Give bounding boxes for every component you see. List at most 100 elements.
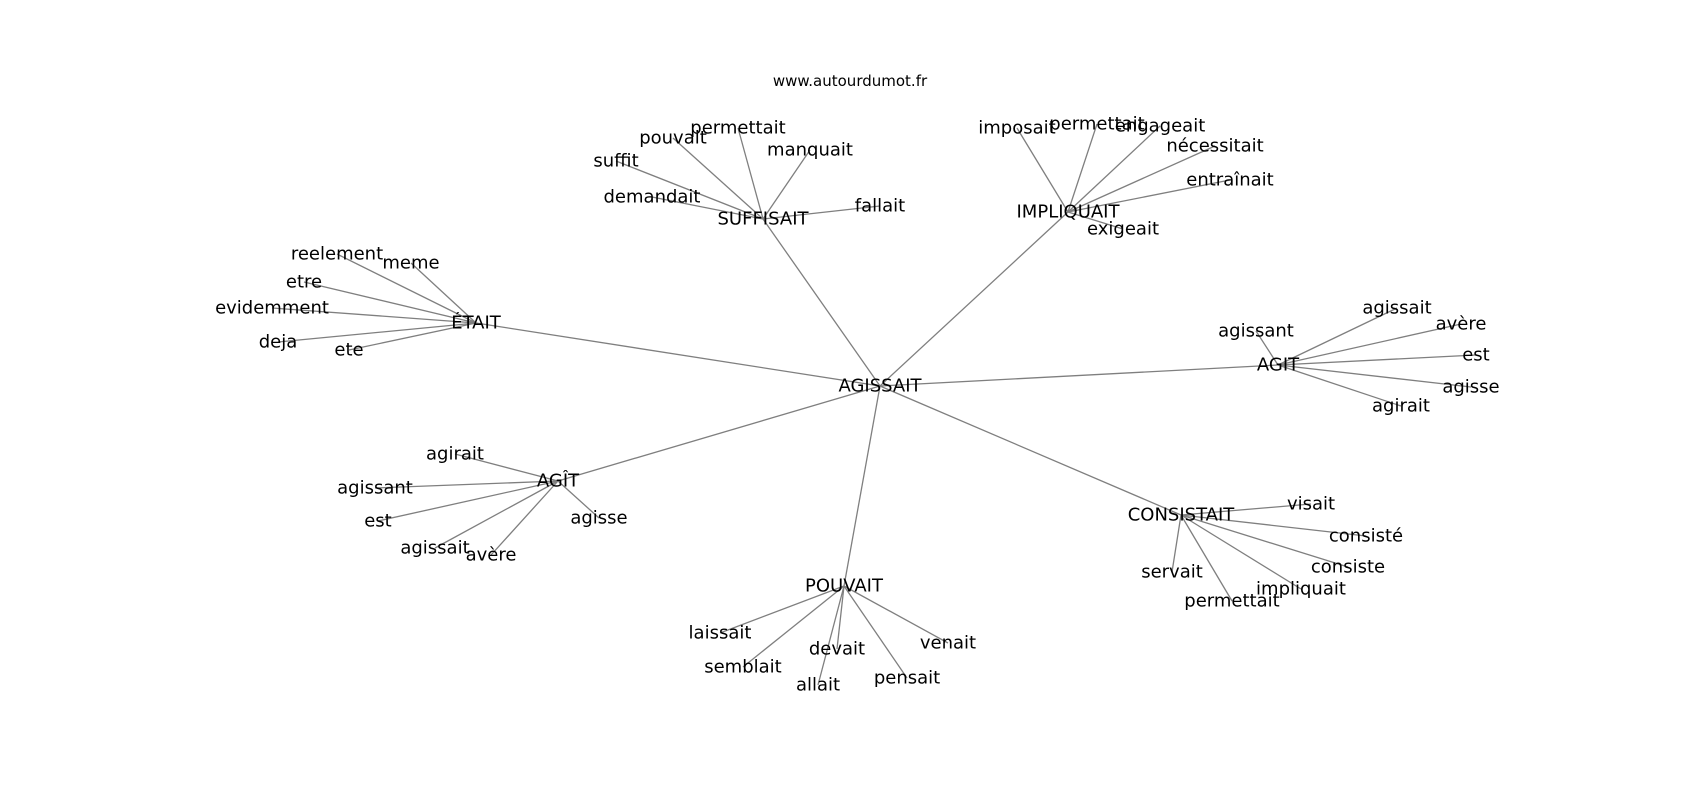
leaf-node-suffisait-fallait: fallait [855, 196, 905, 217]
edge-pouvait-semblait [742, 585, 845, 668]
edge-consistait-consiste [1180, 514, 1349, 568]
edge-consistait-permettait [1180, 514, 1233, 602]
edge-pouvait-allait [817, 585, 845, 686]
edge-suffisait-suffit [615, 160, 764, 220]
edge-etait-meme [410, 262, 477, 324]
leaf-node-suffisait-suffit: suffit [593, 151, 638, 172]
edge-agit-agirait [1277, 364, 1402, 407]
leaf-node-etait-meme: meme [382, 253, 439, 274]
leaf-node-pouvait-laissait: laissait [689, 623, 752, 644]
leaf-node-suffisait-permettait: permettait [690, 118, 785, 139]
leaf-node-pouvait-venait: venait [920, 633, 976, 654]
leaf-node-agit-est: est [1462, 345, 1490, 366]
leaf-node-agit-agirait: agirait [1372, 396, 1430, 417]
leaf-node-agit-est: est [364, 511, 392, 532]
edge-pouvait-pensait [843, 585, 908, 679]
edge-impliquait-necessitait [1067, 145, 1216, 213]
leaf-node-etait-reelement: reelement [291, 244, 383, 265]
edge-etait-ete [348, 322, 477, 351]
edge-impliquait-exigeait [1067, 211, 1124, 230]
leaf-node-consistait-consiste: consiste [1311, 557, 1385, 578]
edge-impliquait-engageait [1067, 125, 1161, 213]
leaf-node-suffisait-pouvait: pouvait [639, 128, 707, 149]
edge-consistait-impliquait [1180, 514, 1302, 590]
edge-agit-agissait [434, 480, 559, 549]
edge-consistait-consiste [1180, 514, 1367, 537]
leaf-node-agit-agissant: agissant [337, 478, 413, 499]
leaf-node-suffisait-manquait: manquait [767, 140, 853, 161]
graph-edges [271, 123, 1477, 686]
hub-node-agit: AGIT [1257, 355, 1300, 376]
hub-node-pouvait: POUVAIT [805, 576, 884, 597]
edge-center-agit [557, 385, 881, 482]
leaf-node-pouvait-allait: allait [796, 675, 840, 696]
site-url: www.autourdumot.fr [772, 72, 928, 90]
edge-agit-avere [490, 480, 559, 556]
edge-etait-etre [303, 281, 477, 324]
leaf-node-consistait-visait: visait [1287, 494, 1335, 515]
edge-etait-reelement [336, 253, 477, 324]
leaf-node-consistait-servait: servait [1141, 562, 1203, 583]
leaf-node-pouvait-semblait: semblait [704, 657, 782, 678]
leaf-node-etait-ete: ete [334, 340, 363, 361]
edge-agit-agisse [1277, 364, 1472, 388]
edge-impliquait-imposait [1016, 127, 1069, 213]
edge-center-agit [879, 364, 1279, 387]
edge-suffisait-permettait [737, 127, 764, 220]
edge-agit-agirait [454, 453, 559, 482]
edge-center-impliquait [879, 211, 1069, 387]
edge-center-suffisait [762, 218, 881, 387]
edge-impliquait-permettait [1067, 123, 1098, 213]
leaf-node-agit-avere: avère [1436, 314, 1487, 335]
leaf-node-pouvait-pensait: pensait [874, 668, 940, 689]
leaf-node-etait-etre: etre [286, 272, 322, 293]
center-node-label: AGISSAIT [838, 376, 922, 397]
edge-center-pouvait [843, 385, 881, 587]
edge-suffisait-pouvait [672, 137, 764, 220]
leaf-node-consistait-impliquait: impliquait [1256, 579, 1346, 600]
leaf-node-agit-agissant: agissant [1218, 321, 1294, 342]
leaf-node-agit-agisse: agisse [570, 508, 627, 529]
edge-suffisait-manquait [762, 149, 811, 220]
edge-center-etait [475, 322, 881, 387]
leaf-node-etait-deja: deja [259, 332, 298, 353]
graph-labels: AGISSAITSUFFISAITpouvaitpermettaitmanqua… [215, 114, 1500, 696]
leaf-node-agit-avere: avère [466, 545, 517, 566]
leaf-node-agit-agissait: agissait [1362, 298, 1431, 319]
hub-node-consistait: CONSISTAIT [1128, 505, 1236, 526]
leaf-node-pouvait-devait: devait [809, 639, 865, 660]
edge-consistait-servait [1171, 514, 1182, 573]
leaf-node-impliquait-necessitait: nécessitait [1166, 136, 1263, 157]
leaf-node-impliquait-exigeait: exigeait [1087, 219, 1159, 240]
edge-agit-avere [1277, 323, 1462, 366]
hub-node-agit: AGÎT [537, 470, 580, 492]
edge-agit-est [377, 480, 559, 522]
edge-pouvait-devait [836, 585, 845, 650]
edge-agit-agisse [557, 480, 600, 519]
hub-node-suffisait: SUFFISAIT [718, 209, 810, 230]
edge-pouvait-laissait [719, 585, 845, 634]
leaf-node-consistait-consiste: consisté [1329, 526, 1403, 547]
leaf-node-impliquait-imposait: imposait [978, 118, 1055, 139]
edge-consistait-visait [1180, 503, 1312, 516]
edge-agit-agissait [1277, 307, 1398, 366]
leaf-node-consistait-permettait: permettait [1184, 591, 1279, 612]
leaf-node-impliquait-entrainait: entraînait [1186, 170, 1273, 191]
edge-center-consistait [879, 385, 1182, 516]
edge-suffisait-fallait [762, 205, 881, 220]
edge-agit-est [1277, 354, 1477, 366]
leaf-node-agit-agissait: agissait [400, 538, 469, 559]
edge-pouvait-venait [843, 585, 949, 644]
leaf-node-agit-agirait: agirait [426, 444, 484, 465]
edge-suffisait-demandait [651, 196, 764, 220]
leaf-node-suffisait-demandait: demandait [604, 187, 701, 208]
edge-etait-deja [277, 322, 477, 343]
edge-impliquait-entrainait [1067, 179, 1231, 213]
hub-node-impliquait: IMPLIQUAIT [1017, 202, 1121, 223]
edge-agit-agissant [374, 480, 559, 489]
edge-agit-agissant [1255, 330, 1279, 366]
leaf-node-impliquait-engageait: engageait [1115, 116, 1206, 137]
leaf-node-etait-evidemment: evidemment [215, 298, 329, 319]
edge-etait-evidemment [271, 307, 477, 324]
